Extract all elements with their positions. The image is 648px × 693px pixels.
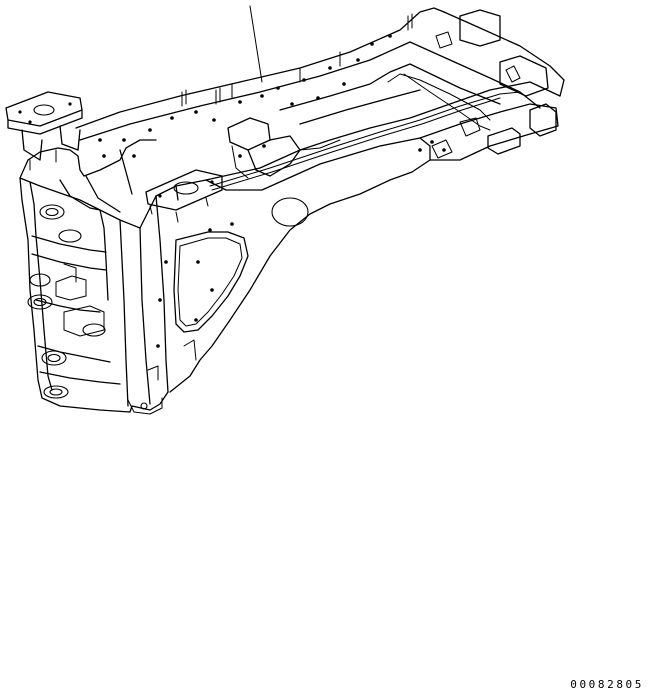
bolt-holes [98, 34, 446, 158]
pin-boss-hole [27, 294, 53, 310]
pin-boss-hole [29, 273, 51, 287]
center-side-plate [127, 137, 431, 415]
side-rails [75, 7, 565, 191]
rail-tabs [181, 13, 413, 107]
pin-boss-hole [39, 204, 65, 220]
front-frame-tower [19, 139, 169, 413]
boom-pin-bore [271, 197, 309, 227]
cross-member [59, 117, 341, 213]
top-left-mount-plate [5, 91, 83, 171]
drawing-number: 00082805 [570, 678, 644, 691]
pin-boss-hole [43, 385, 69, 399]
rear-end-bracket [431, 9, 557, 159]
pin-boss-hole [82, 323, 106, 337]
callout-leader-line [249, 5, 263, 83]
pin-boss-hole [58, 229, 82, 243]
center-mount-plate [145, 169, 223, 223]
pin-boss-hole [41, 350, 67, 366]
